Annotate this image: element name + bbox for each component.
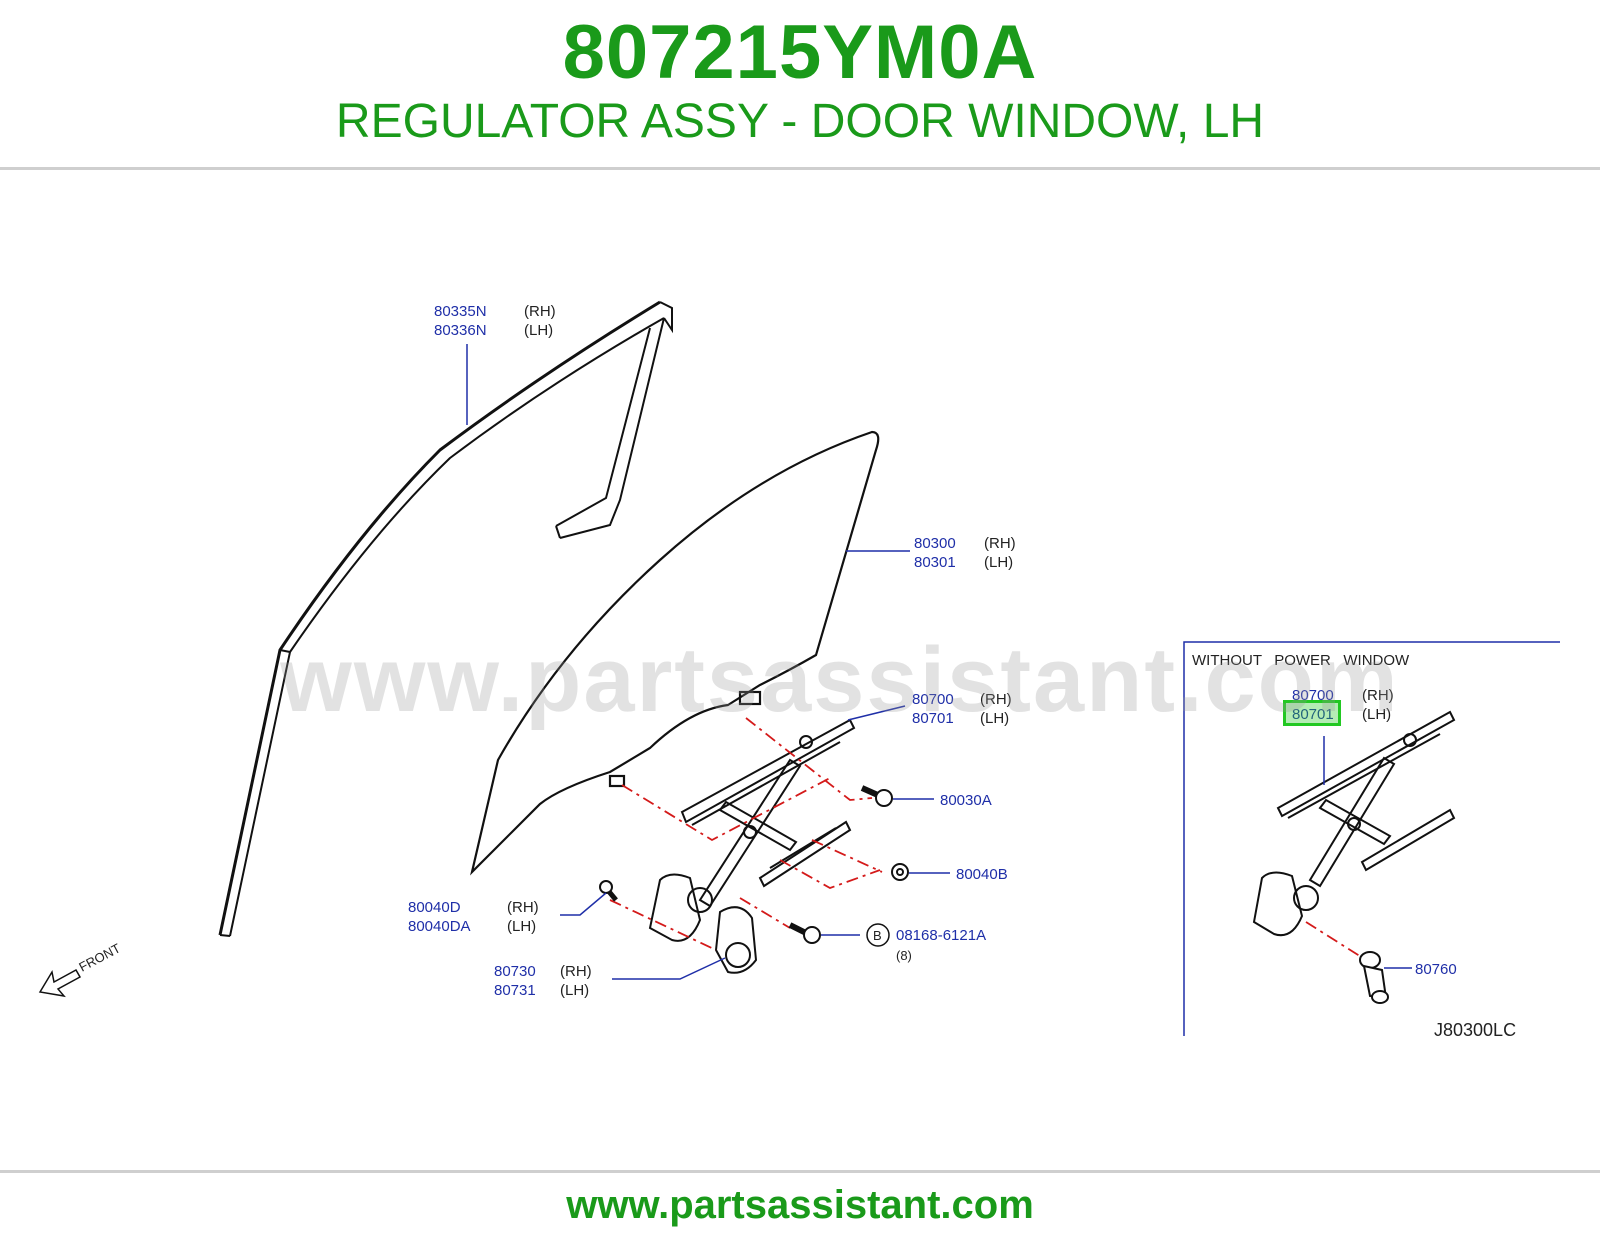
label-80700[interactable]: 80700	[912, 691, 954, 708]
label-80701[interactable]: 80701	[912, 710, 954, 727]
tag-lh-sash: (LH)	[524, 322, 553, 339]
label-80040da[interactable]: 80040DA	[408, 918, 471, 935]
nut-80040b	[891, 863, 909, 881]
label-bolt-qty: (8)	[896, 948, 912, 963]
label-80731[interactable]: 80731	[494, 982, 536, 999]
regulator-assembly	[648, 718, 856, 974]
page-header: 807215YM0A REGULATOR ASSY - DOOR WINDOW,…	[0, 0, 1600, 170]
label-08168-6121a[interactable]: 08168-6121A	[896, 927, 986, 944]
label-80301[interactable]: 80301	[914, 554, 956, 571]
inset-regulator	[1252, 710, 1456, 937]
inset-label-80700[interactable]: 80700	[1292, 687, 1334, 704]
inset-title: WITHOUT POWER WINDOW	[1192, 652, 1410, 669]
footer-url[interactable]: www.partsassistant.com	[566, 1183, 1034, 1227]
label-80300[interactable]: 80300	[914, 535, 956, 552]
marker-b-circle	[866, 923, 890, 947]
label-80040d[interactable]: 80040D	[408, 899, 461, 916]
tag-lh-screw: (LH)	[507, 918, 536, 935]
inset-label-80760[interactable]: 80760	[1415, 961, 1457, 978]
part-number-title: 807215YM0A	[562, 10, 1038, 95]
tag-rh-glass: (RH)	[984, 535, 1016, 552]
door-glass	[470, 430, 880, 876]
diagram-code: J80300LC	[1434, 1020, 1516, 1040]
inset-label-80701[interactable]: 80701	[1292, 706, 1334, 723]
tag-rh-regulator: (RH)	[980, 691, 1012, 708]
leader-motor	[612, 957, 726, 980]
front-arrow-icon	[38, 968, 82, 998]
tag-lh-glass: (LH)	[984, 554, 1013, 571]
inset-tag-lh: (LH)	[1362, 706, 1391, 723]
tag-rh-motor: (RH)	[560, 963, 592, 980]
header-divider	[0, 167, 1600, 170]
highlighted-part-box	[1283, 700, 1341, 726]
label-80336n[interactable]: 80336N	[434, 322, 487, 339]
label-80730[interactable]: 80730	[494, 963, 536, 980]
inset-dash	[1305, 921, 1367, 961]
leader-regulator	[847, 705, 906, 721]
marker-b-label: B	[873, 928, 882, 943]
tag-rh-screw: (RH)	[507, 899, 539, 916]
tag-lh-regulator: (LH)	[980, 710, 1009, 727]
tag-rh-sash: (RH)	[524, 303, 556, 320]
part-description: REGULATOR ASSY - DOOR WINDOW, LH	[335, 95, 1265, 148]
front-label: FRONT	[76, 940, 123, 974]
window-handle-icon	[1359, 951, 1389, 1004]
label-80030a[interactable]: 80030A	[940, 792, 992, 809]
sash-channel	[218, 300, 673, 937]
footer-divider	[0, 1170, 1600, 1173]
bolt-80030a	[860, 785, 893, 807]
label-80040b[interactable]: 80040B	[956, 866, 1008, 883]
bolt-08168	[788, 922, 821, 944]
tag-lh-motor: (LH)	[560, 982, 589, 999]
screw-80040d	[599, 880, 618, 902]
leader-80040d	[560, 892, 607, 916]
inset-frame	[1183, 641, 1560, 1036]
inset-tag-rh: (RH)	[1362, 687, 1394, 704]
assembly-dashes	[609, 717, 883, 951]
label-80335n[interactable]: 80335N	[434, 303, 487, 320]
